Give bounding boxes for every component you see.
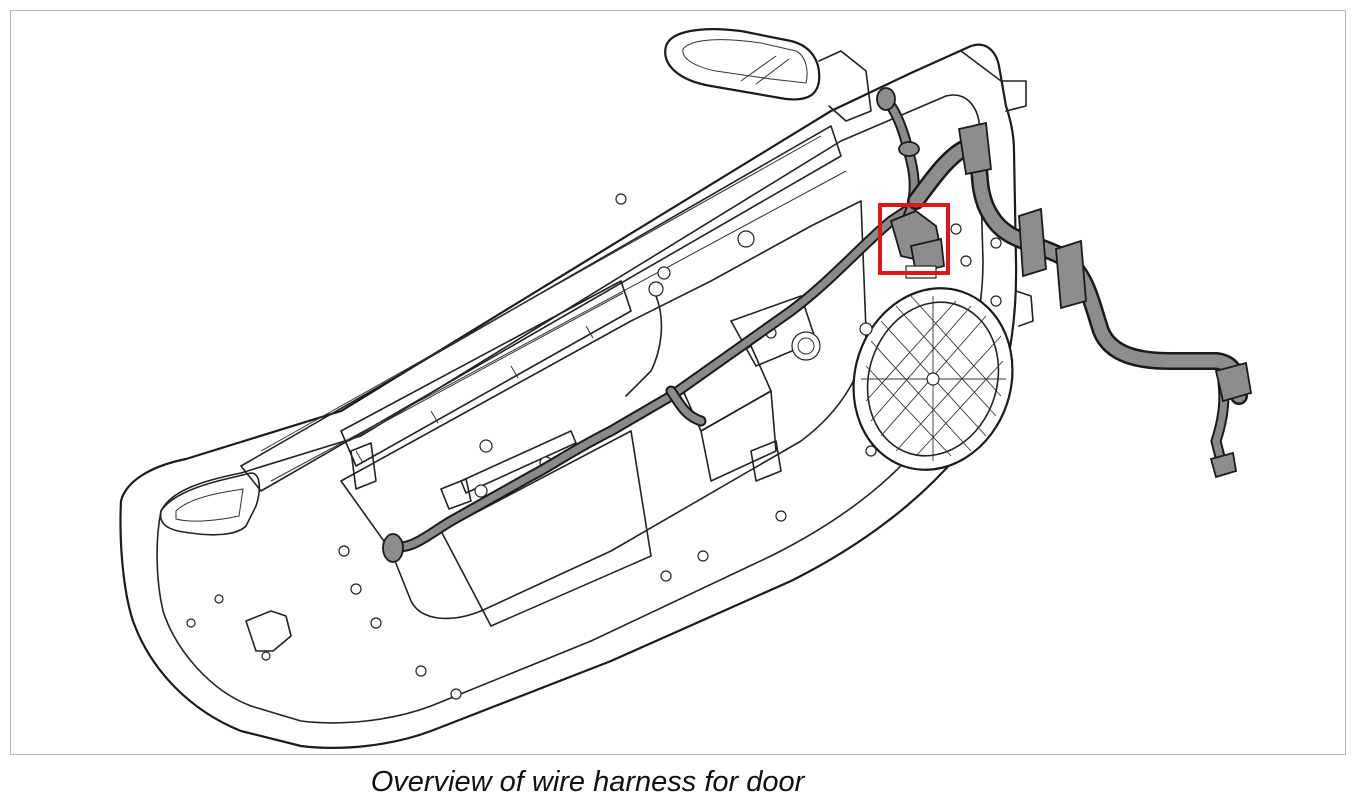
handle-recess-inner [175, 488, 244, 522]
secondary-cable [625, 295, 663, 397]
latch-bracket [245, 610, 292, 652]
window-regulator-rail [340, 280, 632, 490]
door-speaker [852, 287, 1014, 471]
door-outer-panel [119, 43, 1018, 749]
grommet-outer [1055, 239, 1087, 310]
mounting-holes [186, 193, 1002, 700]
illustration-frame [10, 10, 1346, 755]
door-inner-panel [156, 94, 984, 724]
end-connector [1209, 451, 1238, 479]
upper-hinge [960, 50, 1027, 112]
cable-clip [648, 281, 664, 297]
door-connector [1214, 361, 1253, 403]
grommet-upper [957, 121, 992, 176]
handle-recess [159, 472, 261, 536]
wire-harness-boot [907, 121, 1253, 479]
inner-rim [240, 125, 842, 492]
side-mirror [664, 28, 872, 122]
inner-rim-2 [260, 135, 847, 482]
harness-clip-upper [898, 141, 920, 157]
wire-harness-inner [382, 87, 920, 563]
mirror-connector [876, 87, 896, 111]
door-diagram [119, 28, 1253, 749]
lower-hinge [1015, 290, 1034, 327]
lower-recess [440, 430, 652, 627]
highlight-marker [878, 203, 950, 275]
grommet-lower [382, 533, 404, 563]
figure-caption: Overview of wire harness for door [370, 766, 805, 798]
grommet-middle [1018, 207, 1047, 278]
